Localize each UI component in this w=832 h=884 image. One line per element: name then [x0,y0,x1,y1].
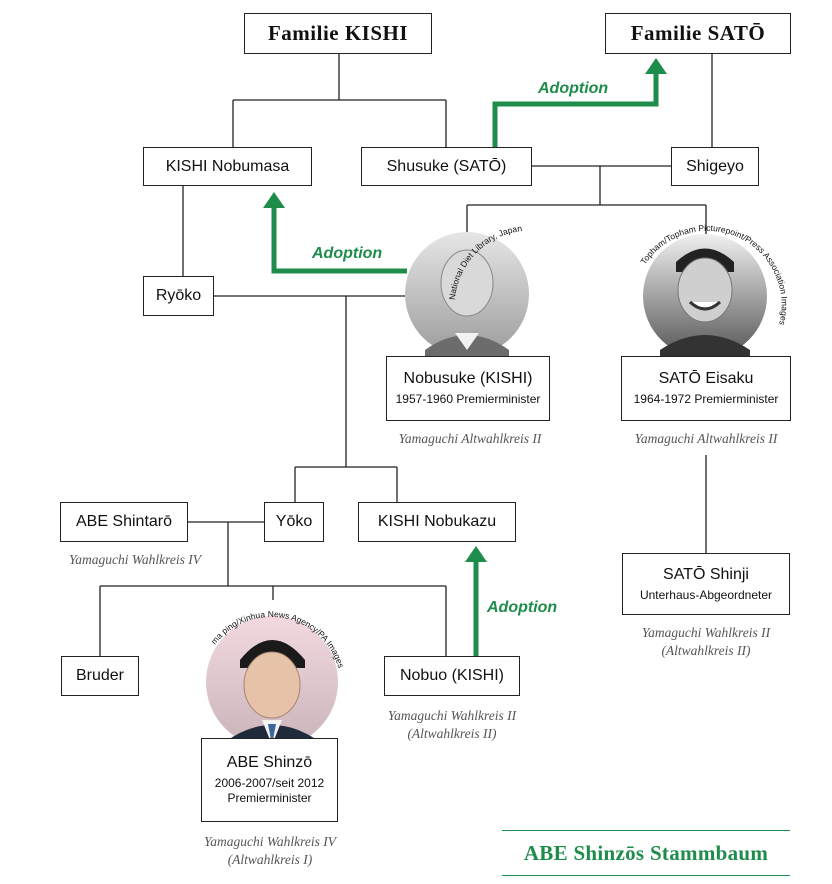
note-shinzo-line2: (Altwahlkreis I) [227,852,313,867]
adoption-label-nobumasa: Adoption [312,245,383,262]
note-shintaro: Yamaguchi Wahlkreis IV [68,552,201,567]
person-yoko: Yōko [264,502,324,542]
diagram-title: ABE Shinzōs Stammbaum [523,840,769,865]
person-eisaku-name: SATŌ Eisaku [658,370,754,387]
person-abe-shinzo: ABE Shinzō 2006-2007/seit 2012 Premiermi… [201,738,338,822]
note-nobuo-line1: Yamaguchi Wahlkreis II [387,708,517,723]
family-sato-box: Familie SATŌ [605,13,791,54]
person-ryoko: Ryōko [143,276,214,316]
note-eisaku: Yamaguchi Altwahlkreis II [634,431,778,446]
note-shinzo-line1: Yamaguchi Wahlkreis IV [203,834,336,849]
person-sato-shinji: SATŌ Shinji Unterhaus-Abgeordneter [622,553,790,615]
note-shinji: Yamaguchi Wahlkreis II (Altwahlkreis II) [606,624,806,660]
person-abe-shinzo-role-line2: Premierminister [227,791,312,805]
person-abe-shinzo-role: 2006-2007/seit 2012 Premierminister [215,776,324,806]
person-shusuke-name: Shusuke (SATŌ) [386,157,507,175]
family-kishi-label: Familie KISHI [267,21,409,45]
person-sato-shinji-name: SATŌ Shinji [663,565,749,583]
person-kishi-nobumasa-name: KISHI Nobumasa [165,157,290,175]
person-abe-shintaro: ABE Shintarō [60,502,188,542]
portrait-nobusuke [405,232,529,356]
note-shinzo: Yamaguchi Wahlkreis IV (Altwahlkreis I) [170,833,370,869]
person-shusuke: Shusuke (SATŌ) [361,147,532,186]
person-sato-shinji-role: Unterhaus-Abgeordneter [639,587,773,602]
person-shigeyo-name: Shigeyo [686,157,744,175]
portrait-eisaku [643,234,767,358]
adoption-lines [271,70,659,656]
person-nobuo: Nobuo (KISHI) [384,656,520,696]
adoption-label-nobukazu: Adoption [487,599,558,616]
person-abe-shintaro-name: ABE Shintarō [75,513,173,530]
diagram-title-frame: ABE Shinzōs Stammbaum [502,830,790,876]
person-nobusuke-role: 1957-1960 Premierminister [395,392,541,406]
adoption-arrow-to-nobukazu-icon [465,546,487,562]
person-kishi-nobukazu: KISHI Nobukazu [358,502,516,542]
person-eisaku: SATŌ Eisaku 1964-1972 Premierminister [621,356,791,421]
person-kishi-nobumasa: KISHI Nobumasa [143,147,312,186]
adoption-arrow-to-sato-icon [645,58,667,74]
note-shinji-line2: (Altwahlkreis II) [661,643,751,658]
person-nobuo-name: Nobuo (KISHI) [399,667,505,684]
person-nobusuke: Nobusuke (KISHI) 1957-1960 Premierminist… [386,356,550,421]
family-kishi-box: Familie KISHI [244,13,432,54]
black-lines [99,54,713,656]
note-nobusuke: Yamaguchi Altwahlkreis II [398,431,542,446]
adoption-arrow-to-nobumasa-icon [263,192,285,208]
person-abe-shinzo-name: ABE Shinzō [226,754,313,771]
person-abe-shinzo-role-line1: 2006-2007/seit 2012 [214,776,325,790]
person-eisaku-role: 1964-1972 Premierminister [633,392,779,406]
person-ryoko-name: Ryōko [155,287,202,304]
person-yoko-name: Yōko [275,513,313,530]
note-nobuo-line2: (Altwahlkreis II) [407,726,497,741]
person-nobusuke-name: Nobusuke (KISHI) [403,370,533,387]
note-nobuo: Yamaguchi Wahlkreis II (Altwahlkreis II) [352,707,552,743]
note-shinji-line1: Yamaguchi Wahlkreis II [641,625,771,640]
portrait-shinzo [206,616,338,748]
person-kishi-nobukazu-name: KISHI Nobukazu [377,513,497,530]
adoption-label-sato: Adoption [538,80,609,97]
family-sato-label: Familie SATŌ [630,21,766,45]
person-bruder: Bruder [61,656,139,696]
person-shigeyo: Shigeyo [671,147,759,186]
person-bruder-name: Bruder [75,667,125,684]
